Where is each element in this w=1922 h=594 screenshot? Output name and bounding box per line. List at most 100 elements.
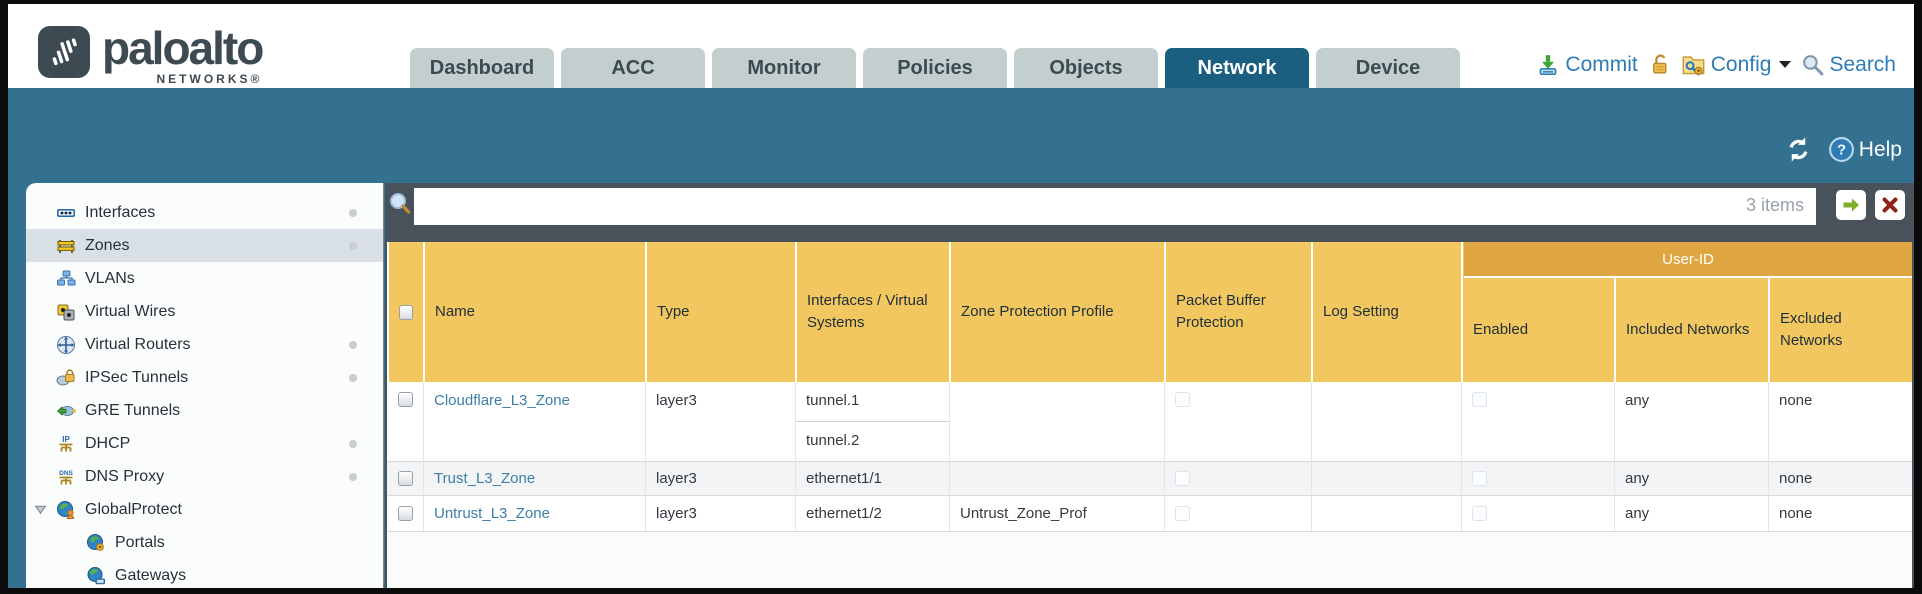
cell-type: layer3 bbox=[645, 496, 795, 532]
cell-name: Trust_L3_Zone bbox=[423, 462, 645, 496]
cell-included-networks: any bbox=[1614, 382, 1768, 462]
cell-zone-protection-profile bbox=[949, 382, 1164, 462]
column-header-packet-buffer-protection[interactable]: Packet Buffer Protection bbox=[1164, 242, 1311, 382]
filter-input[interactable] bbox=[414, 188, 1816, 225]
svg-text:DNS: DNS bbox=[59, 470, 73, 477]
interfaces-icon bbox=[55, 202, 77, 224]
sidebar-item-gateways[interactable]: Gateways bbox=[26, 559, 383, 588]
gre-tunnels-icon bbox=[55, 400, 77, 422]
tab-network[interactable]: Network bbox=[1165, 48, 1309, 88]
sidebar-item-ipsec-tunnels[interactable]: IPSec Tunnels bbox=[26, 361, 383, 394]
row-checkbox[interactable] bbox=[397, 506, 413, 521]
help-button[interactable]: ? Help bbox=[1828, 136, 1902, 163]
sidebar-item-virtual-wires[interactable]: Virtual Wires bbox=[26, 295, 383, 328]
column-header-zone-protection-profile[interactable]: Zone Protection Profile bbox=[949, 242, 1164, 382]
cell-excluded-networks: none bbox=[1768, 496, 1912, 532]
sidebar-item-vlans[interactable]: VLANs bbox=[26, 262, 383, 295]
zone-name-link[interactable]: Untrust_L3_Zone bbox=[434, 505, 550, 522]
sidebar-item-label: GRE Tunnels bbox=[85, 401, 181, 419]
status-dot bbox=[349, 242, 357, 250]
globalprotect-icon bbox=[55, 499, 77, 521]
sidebar-item-interfaces[interactable]: Interfaces bbox=[26, 196, 383, 229]
svg-text:IP: IP bbox=[62, 435, 70, 444]
collapse-triangle-icon[interactable] bbox=[34, 503, 47, 521]
enabled-checkbox[interactable] bbox=[1472, 471, 1487, 486]
sidebar-item-label: IPSec Tunnels bbox=[85, 368, 189, 386]
cell-packet-buffer-protection bbox=[1164, 496, 1311, 532]
tab-policies[interactable]: Policies bbox=[863, 48, 1007, 88]
column-header-included-networks[interactable]: Included Networks bbox=[1614, 242, 1768, 382]
column-header-log-setting[interactable]: Log Setting bbox=[1311, 242, 1461, 382]
portals-icon bbox=[85, 532, 107, 554]
tab-acc[interactable]: ACC bbox=[561, 48, 705, 88]
tab-device[interactable]: Device bbox=[1316, 48, 1460, 88]
packet-buffer-checkbox[interactable] bbox=[1175, 392, 1190, 407]
cell-name: Cloudflare_L3_Zone bbox=[423, 382, 645, 462]
ipsec-tunnels-icon bbox=[55, 367, 77, 389]
cell-enabled bbox=[1461, 496, 1614, 532]
config-label: Config bbox=[1710, 52, 1772, 76]
column-header-enabled[interactable]: Enabled bbox=[1461, 242, 1614, 382]
clear-filter-button[interactable] bbox=[1875, 190, 1905, 220]
cell-zone-protection-profile bbox=[949, 462, 1164, 496]
zones-table: User-ID Name Type Interfaces / Virtual S… bbox=[387, 242, 1912, 532]
packet-buffer-checkbox[interactable] bbox=[1175, 471, 1190, 486]
select-all-checkbox[interactable] bbox=[399, 304, 413, 320]
cell-packet-buffer-protection bbox=[1164, 382, 1311, 462]
tab-monitor[interactable]: Monitor bbox=[712, 48, 856, 88]
sidebar-item-virtual-routers[interactable]: Virtual Routers bbox=[26, 328, 383, 361]
sidebar-item-label: DHCP bbox=[85, 434, 131, 452]
cell-log-setting bbox=[1311, 382, 1461, 462]
table-row: Trust_L3_Zone layer3 ethernet1/1 any non… bbox=[387, 462, 1912, 496]
column-header-name[interactable]: Name bbox=[423, 242, 645, 382]
row-checkbox[interactable] bbox=[397, 392, 413, 407]
lock-button[interactable] bbox=[1648, 53, 1671, 76]
sidebar-item-gre-tunnels[interactable]: GRE Tunnels bbox=[26, 394, 383, 427]
network-sidebar: Interfaces Zones VLANs Virtual Wires bbox=[26, 183, 384, 588]
tab-dashboard[interactable]: Dashboard bbox=[410, 48, 554, 88]
apply-filter-button[interactable] bbox=[1836, 190, 1866, 220]
table-row: Cloudflare_L3_Zone layer3 tunnel.1 tunne… bbox=[387, 382, 1912, 462]
commit-button[interactable]: Commit bbox=[1536, 53, 1638, 77]
status-dot bbox=[349, 473, 357, 481]
brand-wordmark: paloalto bbox=[102, 22, 264, 74]
zones-icon bbox=[55, 235, 77, 257]
cell-type: layer3 bbox=[645, 382, 795, 462]
zone-name-link[interactable]: Trust_L3_Zone bbox=[434, 470, 536, 487]
sidebar-item-dns-proxy[interactable]: DNS DNS Proxy bbox=[26, 460, 383, 493]
enabled-checkbox[interactable] bbox=[1472, 506, 1487, 521]
top-header: paloalto NETWORKS® Dashboard ACC Monitor… bbox=[8, 4, 1914, 88]
cell-packet-buffer-protection bbox=[1164, 462, 1311, 496]
sidebar-item-portals[interactable]: Portals bbox=[26, 526, 383, 559]
column-header-excluded-networks[interactable]: Excluded Networks bbox=[1768, 242, 1912, 382]
sidebar-item-label: DNS Proxy bbox=[85, 467, 165, 485]
user-id-group-header: User-ID bbox=[1464, 242, 1912, 278]
row-checkbox[interactable] bbox=[397, 471, 413, 486]
svg-text:?: ? bbox=[1837, 143, 1846, 159]
enabled-checkbox[interactable] bbox=[1472, 392, 1487, 407]
cell-enabled bbox=[1461, 462, 1614, 496]
virtual-wires-icon bbox=[55, 301, 77, 323]
interface-entry: tunnel.1 bbox=[796, 382, 949, 422]
config-menu-button[interactable]: Config bbox=[1681, 52, 1792, 77]
zone-name-link[interactable]: Cloudflare_L3_Zone bbox=[434, 392, 570, 409]
sidebar-item-globalprotect[interactable]: GlobalProtect bbox=[26, 493, 383, 526]
column-header-interfaces[interactable]: Interfaces / Virtual Systems bbox=[795, 242, 949, 382]
row-select-cell bbox=[387, 382, 423, 462]
items-count: 3 items bbox=[1745, 195, 1804, 215]
filter-search-icon bbox=[387, 191, 413, 222]
packet-buffer-checkbox[interactable] bbox=[1175, 506, 1190, 521]
soundwave-icon bbox=[52, 38, 77, 66]
sidebar-item-label: Gateways bbox=[115, 566, 187, 584]
cell-zone-protection-profile: Untrust_Zone_Prof bbox=[949, 496, 1164, 532]
search-button[interactable]: Search bbox=[1801, 53, 1896, 77]
sidebar-item-zones[interactable]: Zones bbox=[26, 229, 383, 262]
refresh-icon bbox=[1789, 137, 1808, 162]
cell-type: layer3 bbox=[645, 462, 795, 496]
select-all-header-cell bbox=[387, 242, 423, 382]
sidebar-item-dhcp[interactable]: IP DHCP bbox=[26, 427, 383, 460]
refresh-button[interactable] bbox=[1785, 136, 1812, 163]
column-header-type[interactable]: Type bbox=[645, 242, 795, 382]
tab-objects[interactable]: Objects bbox=[1014, 48, 1158, 88]
sidebar-item-label: Zones bbox=[85, 236, 130, 254]
